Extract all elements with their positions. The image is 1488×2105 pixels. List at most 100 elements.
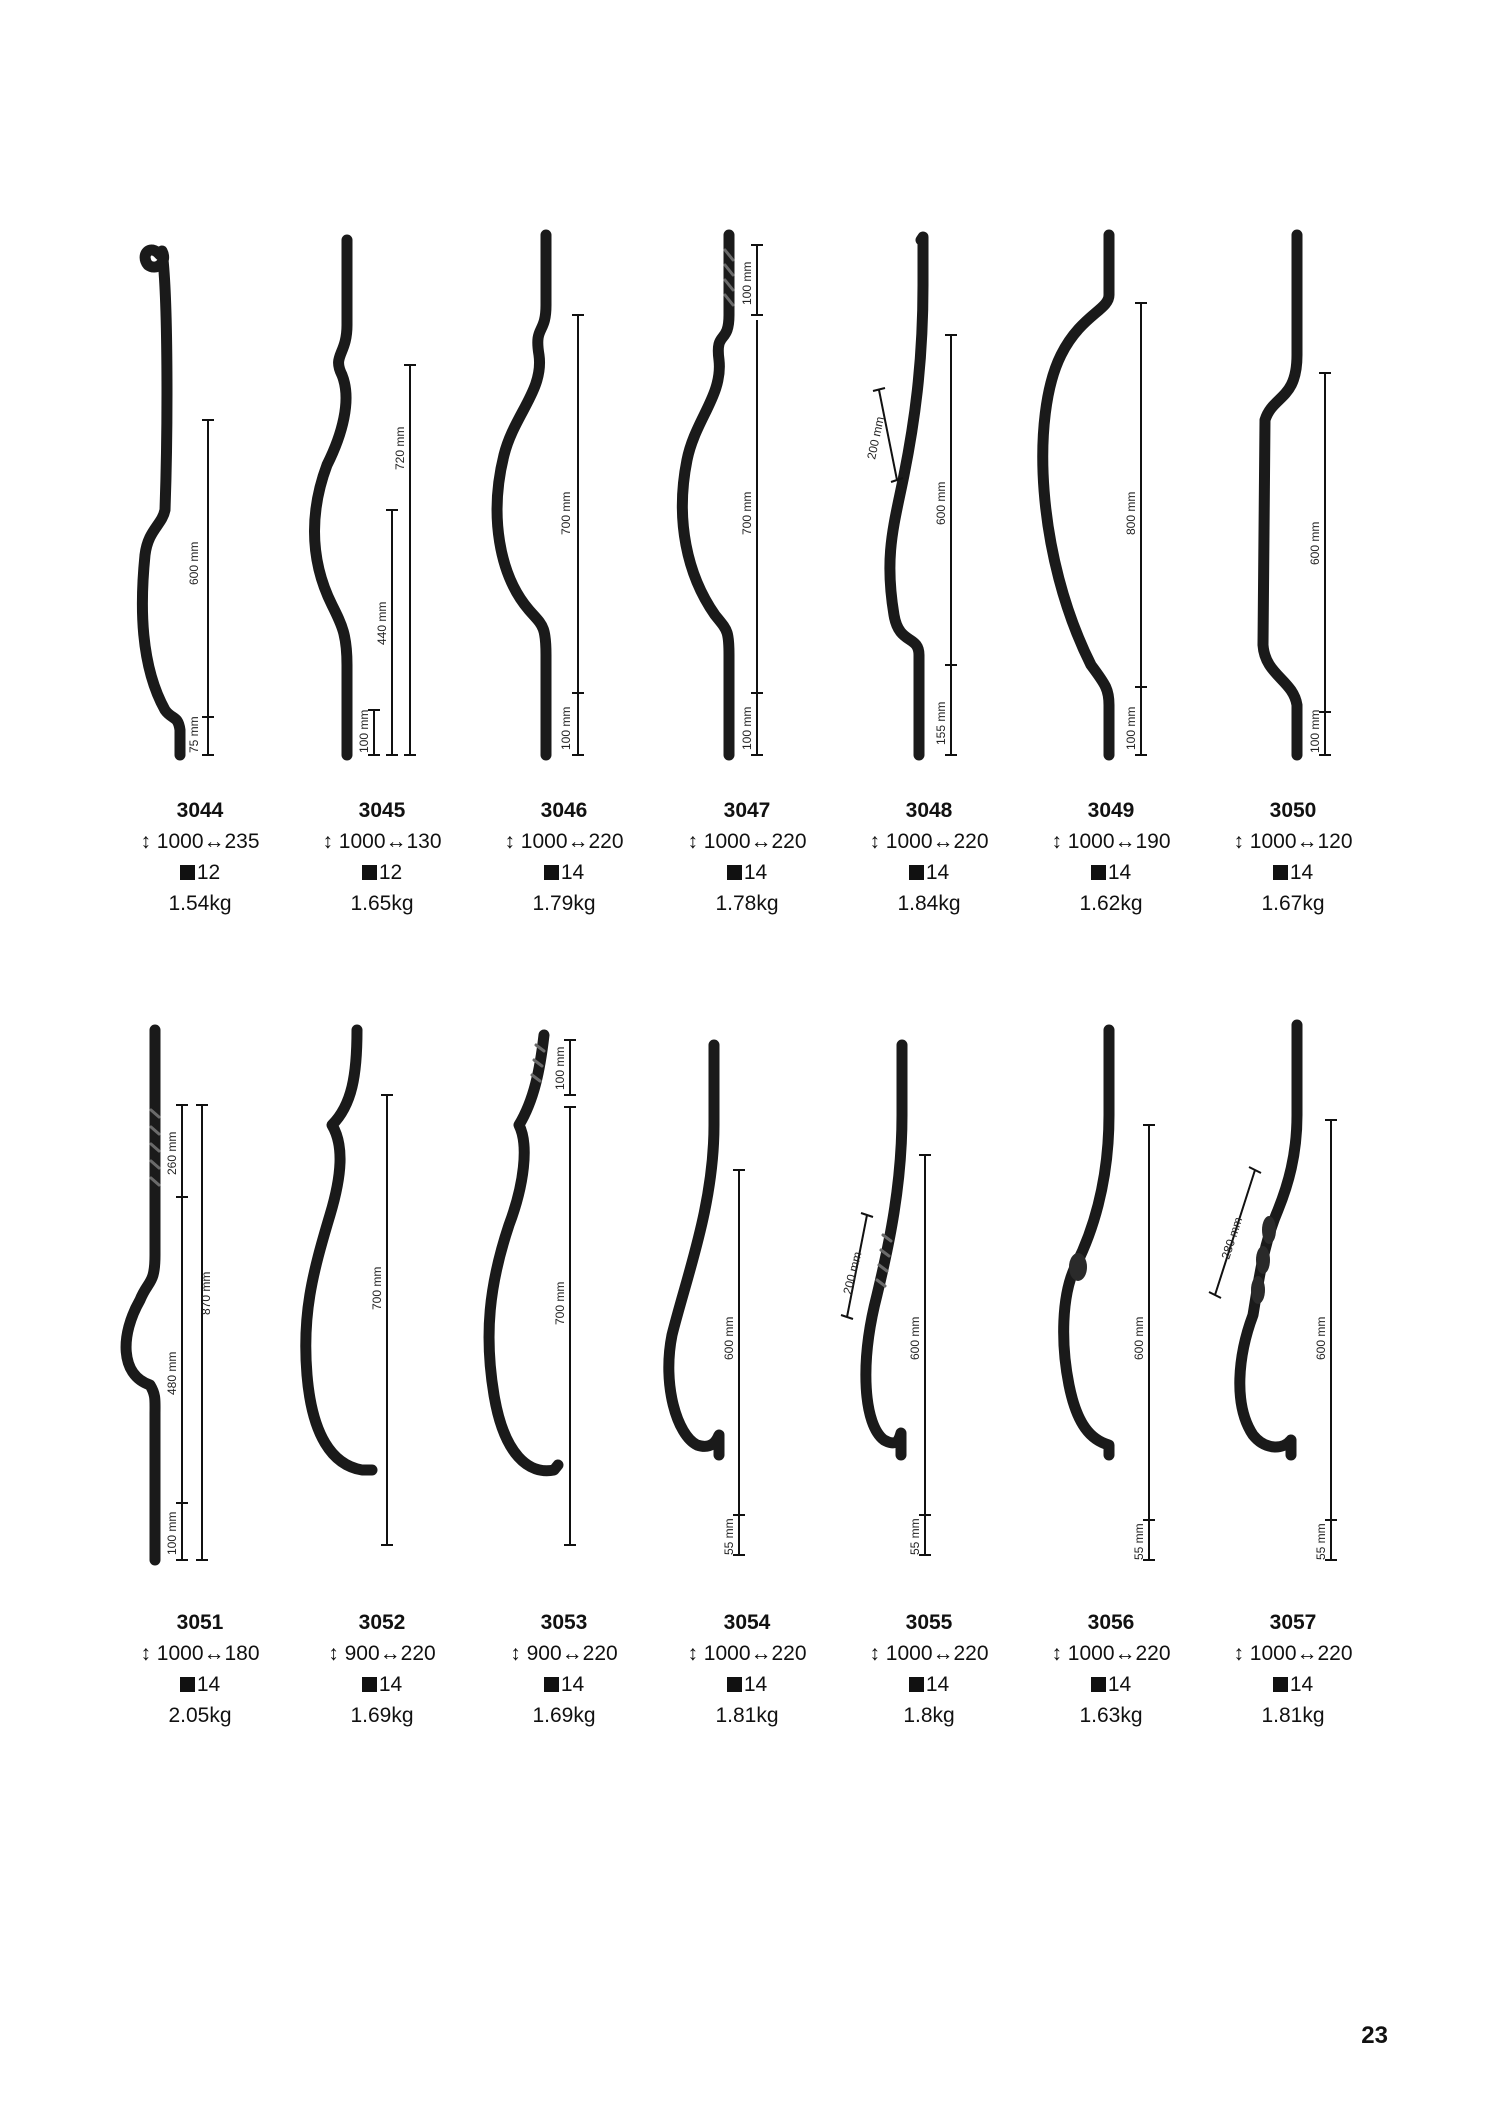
svg-text:600 mm: 600 mm — [1132, 1317, 1146, 1360]
product-code: 3045 — [358, 799, 406, 822]
product-code: 3049 — [1087, 799, 1135, 822]
product-weight: 1.63kg — [1079, 1704, 1143, 1727]
square-section-icon — [543, 865, 559, 880]
svg-text:600 mm: 600 mm — [934, 482, 948, 525]
product-dimensions: ↕ 1000↔220 — [1233, 1642, 1353, 1665]
dim-label: 600 mm — [187, 542, 201, 585]
svg-text:700 mm: 700 mm — [559, 492, 573, 535]
product-code: 3053 — [540, 1611, 588, 1634]
width-arrow-icon: ↔ — [203, 830, 225, 853]
svg-text:55 mm: 55 mm — [908, 1518, 922, 1555]
square-section-icon — [1272, 865, 1288, 880]
product-weight: 1.67kg — [1261, 892, 1325, 915]
svg-text:600 mm: 600 mm — [1314, 1317, 1328, 1360]
product-caption: 3055 ↕ 1000↔220 14 1.8kg — [839, 1607, 1019, 1731]
svg-text:100 mm: 100 mm — [740, 262, 754, 305]
height-arrow-icon: ↕ — [1051, 1642, 1062, 1665]
svg-text:280 mm: 280 mm — [1219, 1215, 1246, 1261]
product-weight: 1.81kg — [715, 1704, 779, 1727]
svg-text:800 mm: 800 mm — [1124, 492, 1138, 535]
baluster-drawing: 700 mm — [292, 1015, 472, 1575]
product-section: 12 — [292, 857, 472, 888]
svg-text:700 mm: 700 mm — [370, 1267, 384, 1310]
svg-text:600 mm: 600 mm — [908, 1317, 922, 1360]
height-arrow-icon: ↕ — [687, 830, 698, 853]
product-weight: 1.81kg — [1261, 1704, 1325, 1727]
square-section-icon — [1090, 865, 1106, 880]
product-dimensions: ↕ 1000↔130 — [322, 830, 442, 853]
product-section: 14 — [1203, 857, 1383, 888]
product-section: 14 — [839, 1669, 1019, 1700]
svg-text:100 mm: 100 mm — [1308, 710, 1322, 753]
svg-text:100 mm: 100 mm — [165, 1512, 179, 1555]
product-code: 3051 — [176, 1611, 224, 1634]
product-dimensions: ↕ 900↔220 — [510, 1642, 618, 1665]
product-section: 14 — [657, 1669, 837, 1700]
height-arrow-icon: ↕ — [140, 1642, 151, 1665]
height-arrow-icon: ↕ — [1233, 1642, 1244, 1665]
svg-text:55 mm: 55 mm — [722, 1518, 736, 1555]
baluster-drawing: 720 mm 440 mm 100 mm — [292, 225, 472, 785]
product-section: 14 — [474, 1669, 654, 1700]
product-caption: 3050 ↕ 1000↔120 14 1.67kg — [1203, 795, 1383, 919]
svg-text:55 mm: 55 mm — [1314, 1523, 1328, 1560]
product-section: 14 — [657, 857, 837, 888]
product-weight: 1.8kg — [903, 1704, 955, 1727]
product-section: 14 — [839, 857, 1019, 888]
height-arrow-icon: ↕ — [869, 830, 880, 853]
baluster-drawing: 600 mm 100 mm — [1203, 225, 1383, 785]
height-arrow-icon: ↕ — [322, 830, 333, 853]
product-weight: 1.62kg — [1079, 892, 1143, 915]
product-weight: 1.84kg — [897, 892, 961, 915]
baluster-drawing: 200 mm 600 mm 55 mm — [839, 1015, 1019, 1575]
svg-text:700 mm: 700 mm — [553, 1282, 567, 1325]
baluster-drawing: 100 mm 700 mm 100 mm — [657, 225, 837, 785]
product-code: 3048 — [905, 799, 953, 822]
height-arrow-icon: ↕ — [328, 1642, 339, 1665]
product-code: 3047 — [723, 799, 771, 822]
product-weight: 1.65kg — [350, 892, 414, 915]
square-section-icon — [908, 1677, 924, 1692]
product-dimensions: ↕ 1000↔220 — [869, 1642, 989, 1665]
square-section-icon — [361, 1677, 377, 1692]
square-section-icon — [179, 1677, 195, 1692]
svg-text:700 mm: 700 mm — [740, 492, 754, 535]
svg-text:55 mm: 55 mm — [1132, 1523, 1146, 1560]
baluster-drawing: 260 mm 870 mm 480 mm 100 mm — [110, 1015, 290, 1575]
height-arrow-icon: ↕ — [687, 1642, 698, 1665]
square-section-icon — [361, 865, 377, 880]
square-section-icon — [1272, 1677, 1288, 1692]
product-weight: 1.54kg — [168, 892, 232, 915]
svg-text:100 mm: 100 mm — [1124, 707, 1138, 750]
baluster-drawing: 700 mm 100 mm — [474, 225, 654, 785]
product-caption: 3044 ↕ 1000↔235 12 1.54kg — [110, 795, 290, 919]
height-arrow-icon: ↕ — [869, 1642, 880, 1665]
product-section: 14 — [474, 857, 654, 888]
height-arrow-icon: ↕ — [510, 1642, 521, 1665]
product-section: 14 — [1203, 1669, 1383, 1700]
svg-text:600 mm: 600 mm — [722, 1317, 736, 1360]
baluster-drawing: 600 mm 55 mm — [657, 1015, 837, 1575]
svg-text:600 mm: 600 mm — [1308, 522, 1322, 565]
product-dimensions: ↕ 1000↔190 — [1051, 830, 1171, 853]
square-section-icon — [1090, 1677, 1106, 1692]
product-section: 12 — [110, 857, 290, 888]
product-code: 3044 — [176, 799, 224, 822]
product-code: 3057 — [1269, 1611, 1317, 1634]
height-arrow-icon: ↕ — [1233, 830, 1244, 853]
product-caption: 3048 ↕ 1000↔220 14 1.84kg — [839, 795, 1019, 919]
product-weight: 1.78kg — [715, 892, 779, 915]
square-section-icon — [726, 1677, 742, 1692]
height-arrow-icon: ↕ — [1051, 830, 1062, 853]
product-caption: 3056 ↕ 1000↔220 14 1.63kg — [1021, 1607, 1201, 1731]
product-dimensions: ↕ 1000↔220 — [687, 1642, 807, 1665]
product-code: 3055 — [905, 1611, 953, 1634]
product-dimensions: ↕ 1000↔220 — [687, 830, 807, 853]
product-caption: 3052 ↕ 900↔220 14 1.69kg — [292, 1607, 472, 1731]
dim-label: 75 mm — [187, 716, 201, 753]
width-arrow-icon: ↔ — [203, 1642, 225, 1665]
square-section-icon — [908, 865, 924, 880]
product-caption: 3046 ↕ 1000↔220 14 1.79kg — [474, 795, 654, 919]
square-section-icon — [726, 865, 742, 880]
svg-text:440 mm: 440 mm — [375, 602, 389, 645]
